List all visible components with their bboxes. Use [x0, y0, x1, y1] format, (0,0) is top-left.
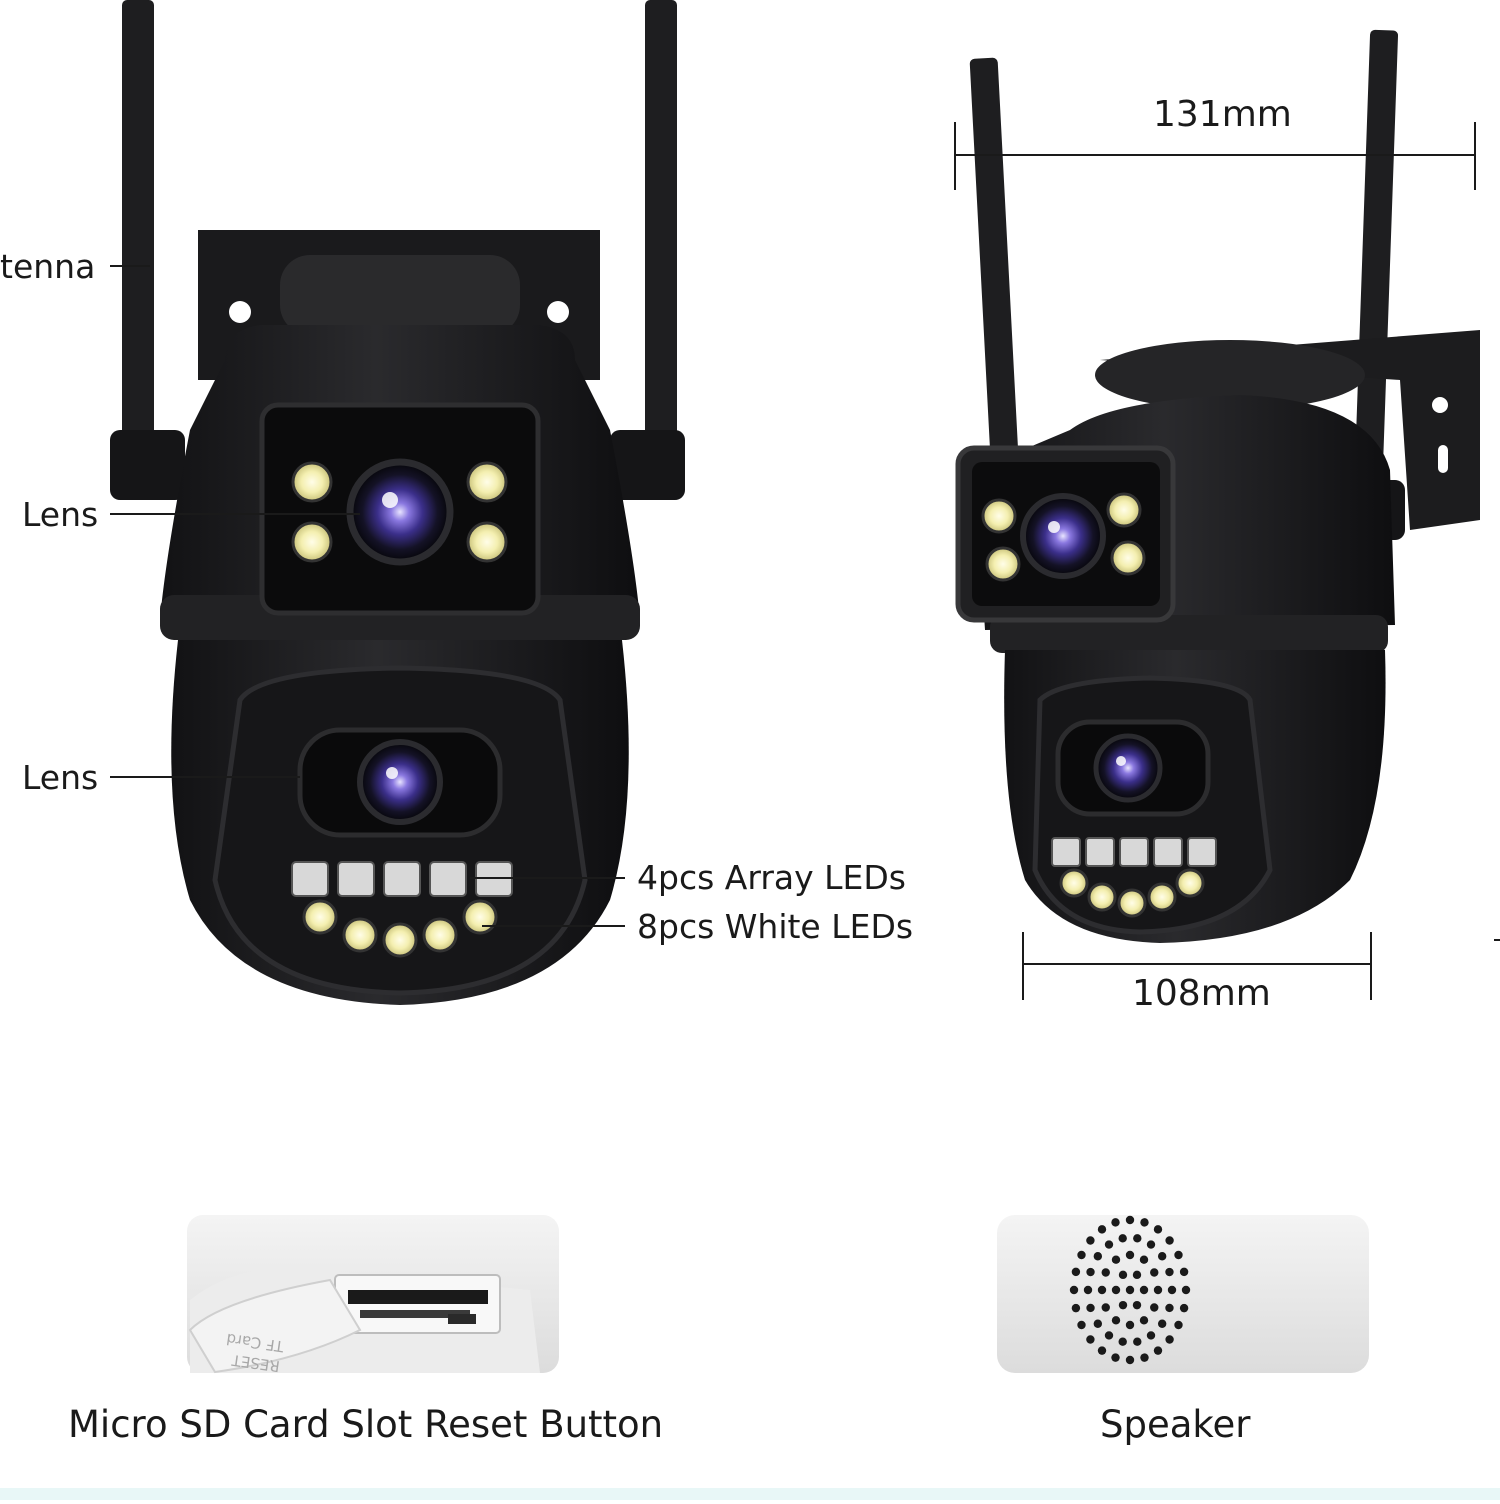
top-lens-icon [346, 458, 454, 566]
antenna-label: tenna [0, 247, 96, 286]
speaker-caption: Speaker [1100, 1403, 1251, 1446]
led-icon [291, 461, 333, 503]
array-leds-label: 4pcs Array LEDs [637, 858, 906, 897]
dimension-131mm [954, 122, 1476, 190]
bottom-strip [0, 1488, 1500, 1500]
lens-top-label: Lens [22, 495, 99, 534]
lens-bottom-label: Lens [22, 758, 99, 797]
led-icon [1106, 492, 1142, 528]
front-camera [110, 0, 685, 1005]
top-lens-icon [1020, 493, 1106, 579]
speaker-photo [997, 1215, 1369, 1373]
white-leds [1059, 868, 1205, 918]
white-leds [302, 899, 498, 958]
width-top-label: 131mm [1153, 94, 1292, 135]
antenna-right [1353, 29, 1399, 501]
led-icon [1110, 540, 1146, 576]
speaker-grille-icon [1069, 1215, 1191, 1365]
array-leds [1051, 837, 1217, 867]
antenna-left [122, 0, 154, 470]
bottom-lens-icon [1093, 733, 1163, 803]
antenna-left [969, 57, 1019, 459]
led-icon [466, 461, 508, 503]
width-bottom-label: 108mm [1132, 973, 1271, 1014]
sd-slot-caption: Micro SD Card Slot Reset Button [68, 1403, 664, 1446]
dimension-108mm [1022, 932, 1372, 1000]
bottom-lens-icon [357, 739, 443, 825]
led-icon [466, 521, 508, 563]
side-camera [955, 29, 1480, 943]
led-icon [291, 521, 333, 563]
led-icon [985, 546, 1021, 582]
sd-slot-icon [348, 1290, 488, 1304]
white-leds-label: 8pcs White LEDs [637, 907, 914, 946]
antenna-right [645, 0, 677, 470]
led-icon [981, 498, 1017, 534]
sd-slot-photo: TF Card RESET [187, 1215, 559, 1375]
